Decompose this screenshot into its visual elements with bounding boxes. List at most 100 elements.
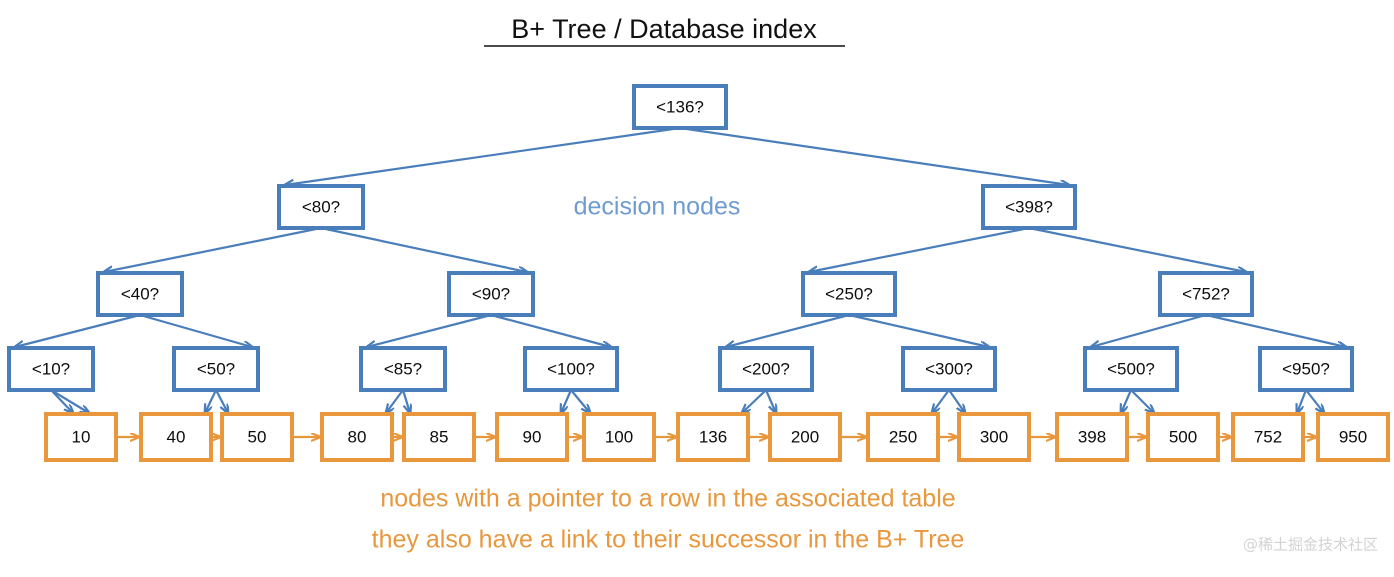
decision-node-l2-2-box[interactable] [801,271,897,317]
leaf-node-8-label: 200 [791,427,819,446]
leaf-node-4-label: 85 [430,427,449,446]
caption-line-2: they also have a link to their successor… [372,526,965,554]
leaf-node-5[interactable]: 90 [495,412,569,462]
decision-node-l1-0-label: <80? [302,197,340,216]
leaf-node-13-box[interactable] [1231,412,1305,462]
tree-edge-29 [1305,389,1324,413]
leaf-node-13-label: 752 [1254,427,1282,446]
leaf-node-6[interactable]: 100 [582,412,656,462]
leaf-node-12-box[interactable] [1146,412,1220,462]
leaf-node-7-label: 136 [699,427,727,446]
decision-node-l3-5-box[interactable] [901,346,997,392]
tree-edge-23 [764,389,776,413]
decision-node-l3-2[interactable]: <85? [359,346,447,392]
leaf-node-13[interactable]: 752 [1231,412,1305,462]
decision-node-l3-6[interactable]: <500? [1083,346,1179,392]
tree-edge-26 [1121,389,1133,413]
tree-edge-19 [401,389,410,413]
decision-node-root-box[interactable] [632,84,728,130]
leaf-node-12[interactable]: 500 [1146,412,1220,462]
leaf-node-9[interactable]: 250 [866,412,940,462]
decision-node-l2-3-box[interactable] [1158,271,1254,317]
decision-node-l1-0[interactable]: <80? [277,184,365,230]
decision-node-l3-7-box[interactable] [1258,346,1354,392]
leaf-node-1-box[interactable] [139,412,213,462]
decision-node-l2-1-label: <90? [472,284,510,303]
leaf-node-3-box[interactable] [320,412,394,462]
tree-edge-12 [1091,313,1207,347]
tree-edge-4 [809,226,1030,272]
decision-nodes-annotation: decision nodes [574,193,741,221]
leaf-node-6-box[interactable] [582,412,656,462]
tree-edge-28 [1297,389,1308,413]
decision-node-l3-3[interactable]: <100? [523,346,619,392]
decision-node-l3-1-box[interactable] [172,346,260,392]
decision-node-l3-4-box[interactable] [718,346,814,392]
tree-edge-13 [1205,313,1346,347]
leaf-node-0-label: 10 [72,427,91,446]
decision-node-l3-5[interactable]: <300? [901,346,997,392]
tree-edge-7 [139,313,252,347]
decision-node-l3-1-label: <50? [197,359,235,378]
leaf-node-5-label: 90 [523,427,542,446]
leaf-edge-14 [50,389,73,413]
leaf-node-2[interactable]: 50 [220,412,294,462]
leaf-node-1[interactable]: 40 [139,412,213,462]
decision-node-l3-2-box[interactable] [359,346,447,392]
decision-node-l3-0-box[interactable] [7,346,95,392]
leaf-node-11-box[interactable] [1055,412,1129,462]
decision-node-l2-1[interactable]: <90? [447,271,535,317]
leaf-node-8[interactable]: 200 [768,412,842,462]
decision-node-l3-6-box[interactable] [1083,346,1179,392]
leaf-node-8-box[interactable] [768,412,842,462]
decision-node-root[interactable]: <136? [632,84,728,130]
leaf-node-14[interactable]: 950 [1316,412,1390,462]
decision-node-l1-0-box[interactable] [277,184,365,230]
leaf-node-10-box[interactable] [957,412,1031,462]
decision-node-l3-5-label: <300? [925,359,973,378]
leaf-node-4[interactable]: 85 [402,412,476,462]
decision-node-l3-3-label: <100? [547,359,595,378]
tree-edge-16 [205,389,217,413]
decision-node-l3-1[interactable]: <50? [172,346,260,392]
decision-node-l3-4-label: <200? [742,359,790,378]
caption-line-1: nodes with a pointer to a row in the ass… [380,485,955,513]
watermark: @稀土掘金技术社区 [1243,536,1378,554]
leaf-node-7[interactable]: 136 [676,412,750,462]
tree-edge-6 [15,313,141,347]
decision-node-l1-1-label: <398? [1005,197,1053,216]
decision-node-l3-4[interactable]: <200? [718,346,814,392]
leaf-node-4-box[interactable] [402,412,476,462]
leaf-node-0[interactable]: 10 [44,412,118,462]
leaf-node-2-box[interactable] [220,412,294,462]
leaf-node-14-label: 950 [1339,427,1367,446]
decision-node-l1-1-box[interactable] [981,184,1077,230]
tree-edge-20 [561,389,573,413]
decision-node-l3-3-box[interactable] [523,346,619,392]
decision-node-l2-3[interactable]: <752? [1158,271,1254,317]
leaf-node-0-box[interactable] [44,412,118,462]
decision-node-l1-1[interactable]: <398? [981,184,1077,230]
tree-edge-1 [679,126,1069,185]
decision-node-l2-0-box[interactable] [96,271,184,317]
decision-node-l2-1-box[interactable] [447,271,535,317]
decision-node-l3-0[interactable]: <10? [7,346,95,392]
leaf-node-5-box[interactable] [495,412,569,462]
leaf-node-9-box[interactable] [866,412,940,462]
decision-node-l3-7[interactable]: <950? [1258,346,1354,392]
leaf-node-14-box[interactable] [1316,412,1390,462]
tree-edge-3 [320,226,527,272]
leaf-node-11[interactable]: 398 [1055,412,1129,462]
tree-edge-5 [1028,226,1246,272]
decision-node-l3-2-label: <85? [384,359,422,378]
leaf-node-7-box[interactable] [676,412,750,462]
decision-node-l2-2[interactable]: <250? [801,271,897,317]
decision-node-root-label: <136? [656,97,704,116]
tree-edge-9 [490,313,611,347]
leaf-node-10[interactable]: 300 [957,412,1031,462]
leaf-node-3[interactable]: 80 [320,412,394,462]
leaf-node-10-label: 300 [980,427,1008,446]
tree-edge-10 [726,313,850,347]
decision-node-l2-0[interactable]: <40? [96,271,184,317]
